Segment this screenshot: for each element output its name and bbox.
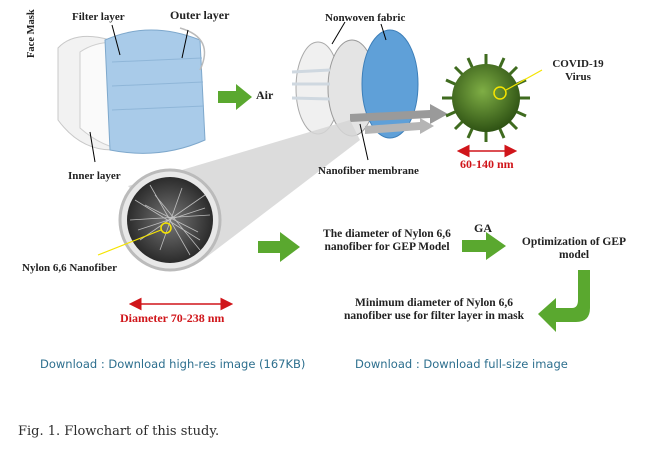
flow-arrow-1 — [258, 232, 300, 262]
covid-virus-illustration — [442, 54, 542, 151]
label-air: Air — [256, 89, 273, 103]
step-minimum-diameter: Minimum diameter of Nylon 6,6 nanofiber … — [334, 297, 534, 323]
label-covid-virus-line1: COVID-19 — [548, 58, 608, 71]
label-virus-size: 60-140 nm — [460, 158, 514, 172]
label-covid-virus: COVID-19 Virus — [548, 58, 608, 83]
label-diameter-range: Diameter 70-238 nm — [120, 312, 224, 326]
air-arrow — [218, 84, 252, 110]
step-diameter-gep: The diameter of Nylon 6,6 nanofiber for … — [322, 228, 452, 254]
label-covid-virus-line2: Virus — [548, 71, 608, 84]
face-mask-illustration — [58, 25, 205, 162]
flow-arrow-ga — [462, 232, 506, 260]
label-outer-layer: Outer layer — [170, 9, 229, 23]
download-high-res-link[interactable]: Download : Download high-res image (167K… — [40, 357, 305, 371]
label-nylon-nanofiber: Nylon 6,6 Nanofiber — [22, 262, 117, 275]
label-filter-layer: Filter layer — [72, 11, 125, 24]
flowchart-figure: Face Mask Filter layer Outer layer Inner… — [0, 0, 665, 345]
download-full-size-link[interactable]: Download : Download full-size image — [355, 357, 568, 371]
step-optimization: Optimization of GEP model — [512, 236, 636, 262]
flow-arrow-return — [538, 270, 590, 332]
label-inner-layer: Inner layer — [68, 170, 121, 183]
figure-caption: Fig. 1. Flowchart of this study. — [18, 424, 219, 439]
label-nanofiber-membrane: Nanofiber membrane — [318, 165, 419, 178]
label-ga: GA — [474, 222, 492, 236]
nanofiber-sem-image — [98, 170, 230, 304]
label-nonwoven-fabric: Nonwoven fabric — [325, 12, 405, 25]
label-face-mask: Face Mask — [26, 9, 38, 58]
